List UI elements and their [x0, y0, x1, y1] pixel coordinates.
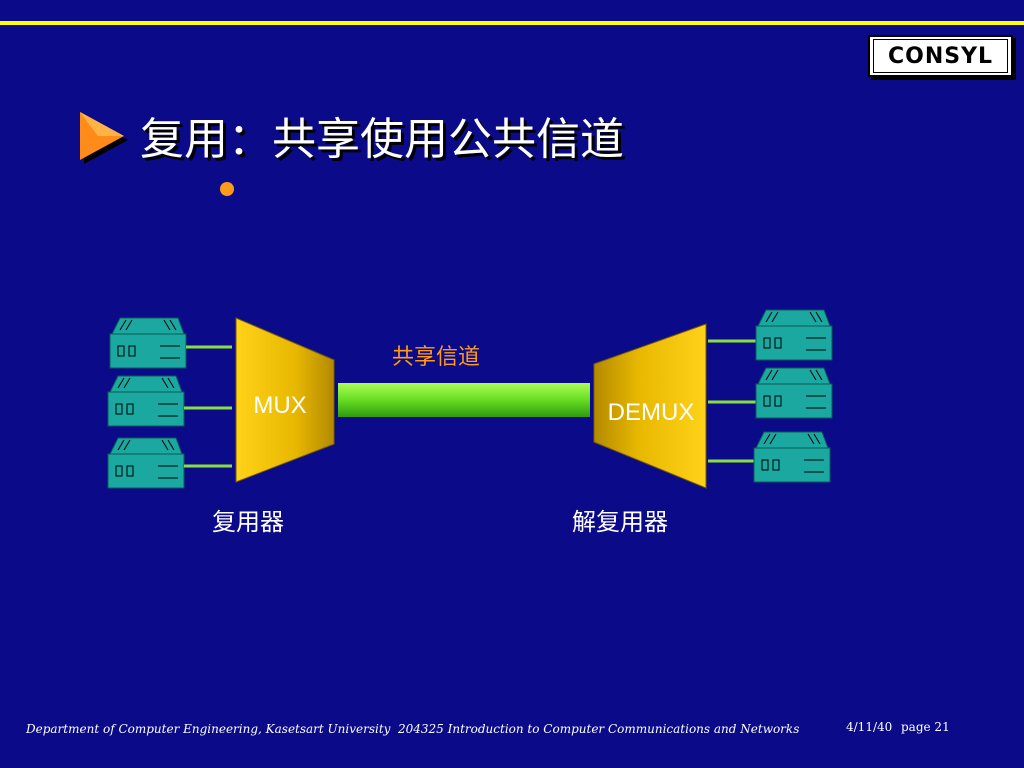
shared-channel: [338, 383, 590, 417]
mux-block: [235, 317, 335, 483]
consyl-logo: CONSYL: [868, 35, 1013, 77]
demux-block: [593, 323, 707, 489]
top-rule: [0, 21, 1024, 25]
channel-label: 共享信道: [392, 345, 480, 370]
page-title: 复用：共享使用公共信道: [140, 114, 624, 165]
demux-caption: 解复用器: [572, 508, 668, 536]
left-device-2: [107, 375, 185, 427]
right-device-3: [753, 431, 831, 483]
left-device-1: [109, 317, 187, 369]
mux-label: MUX: [253, 392, 306, 419]
logo-text: CONSYL: [873, 39, 1008, 73]
footer-page-number: page 21: [901, 720, 950, 734]
footer-date: 4/11/40: [846, 720, 893, 734]
demux-label: DEMUX: [608, 399, 695, 426]
footer-department: Department of Computer Engineering, Kase…: [26, 722, 391, 736]
play-triangle-icon: [80, 112, 128, 164]
footer-course: 204325 Introduction to Computer Communic…: [398, 722, 800, 736]
left-device-3: [107, 437, 185, 489]
right-device-2: [755, 367, 833, 419]
mux-caption: 复用器: [212, 508, 284, 536]
right-device-1: [755, 309, 833, 361]
bullet-point: [220, 182, 234, 196]
